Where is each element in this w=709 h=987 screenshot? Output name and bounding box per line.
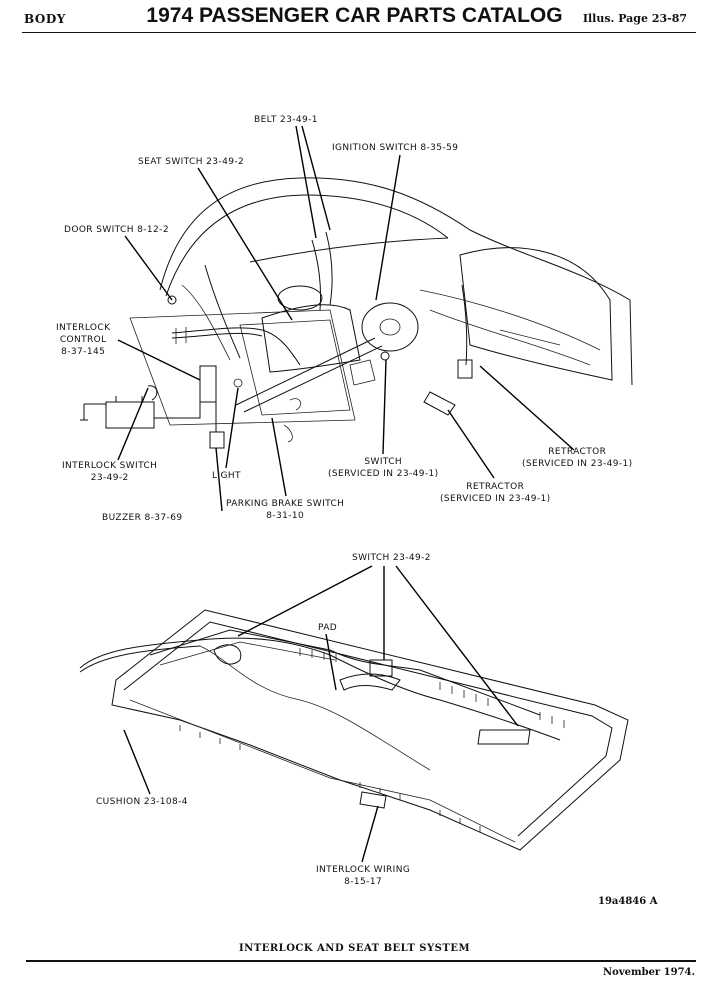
seat-frame-drawing <box>79 609 629 851</box>
catalog-title: 1974 PASSENGER CAR PARTS CATALOG <box>146 4 563 27</box>
retractor-upper-line-2: (SERVICED IN 23-49-1) <box>522 459 633 469</box>
parking-brake-switch-label: PARKING BRAKE SWITCH 8-31-10 <box>226 498 344 522</box>
interlock-control-label: INTERLOCK CONTROL 8-37-145 <box>56 322 110 358</box>
footer-date: November 1974. <box>603 967 695 978</box>
seat-switch-lower-label: SWITCH 23-49-2 <box>352 553 431 563</box>
retractor-upper-line-1: RETRACTOR <box>548 447 607 457</box>
buzzer-label: BUZZER 8-37-69 <box>102 513 183 523</box>
switch-line-1: SWITCH <box>364 457 403 467</box>
light-label: LIGHT <box>212 471 241 481</box>
retractor-lower-line-1: RETRACTOR <box>466 482 525 492</box>
interlock-control-line-2: CONTROL <box>59 335 107 345</box>
interlock-switch-label: INTERLOCK SWITCH 23-49-2 <box>62 460 157 484</box>
pad-label: PAD <box>318 623 338 633</box>
car-interior-drawing <box>80 177 633 449</box>
ignition-switch-label: IGNITION SWITCH 8-35-59 <box>332 143 459 153</box>
interlock-switch-line-1: INTERLOCK SWITCH <box>62 461 158 471</box>
parking-brake-line-2: 8-31-10 <box>266 511 305 521</box>
retractor-upper-label: RETRACTOR (SERVICED IN 23-49-1) <box>522 446 633 470</box>
door-switch-label: DOOR SWITCH 8-12-2 <box>64 225 169 235</box>
lower-leader-lines <box>123 565 519 863</box>
cushion-label: CUSHION 23-108-4 <box>96 797 188 807</box>
interlock-control-line-1: INTERLOCK <box>56 323 111 333</box>
interlock-wiring-line-1: INTERLOCK WIRING <box>316 865 411 875</box>
page-reference: Illus. Page 23-87 <box>582 12 687 25</box>
interlock-wiring-line-2: 8-15-17 <box>344 877 383 887</box>
interlock-control-line-3: 8-37-145 <box>61 347 106 357</box>
interlock-switch-line-2: 23-49-2 <box>90 473 129 483</box>
switch-line-2: (SERVICED IN 23-49-1) <box>328 469 439 479</box>
figure-caption: INTERLOCK AND SEAT BELT SYSTEM <box>238 943 471 954</box>
interlock-wiring-label: INTERLOCK WIRING 8-15-17 <box>316 864 410 888</box>
parking-brake-line-1: PARKING BRAKE SWITCH <box>226 499 345 509</box>
section-label: BODY <box>24 12 66 26</box>
belt-label: BELT 23-49-1 <box>254 115 318 125</box>
retractor-lower-label: RETRACTOR (SERVICED IN 23-49-1) <box>440 481 551 505</box>
header-rule <box>22 32 696 33</box>
retractor-lower-line-2: (SERVICED IN 23-49-1) <box>440 494 551 504</box>
switch-label: SWITCH (SERVICED IN 23-49-1) <box>328 456 439 480</box>
figure-code: 19a4846 A <box>598 896 658 907</box>
upper-leader-lines <box>117 125 575 512</box>
footer-rule <box>26 960 696 962</box>
seat-switch-label: SEAT SWITCH 23-49-2 <box>138 157 245 167</box>
